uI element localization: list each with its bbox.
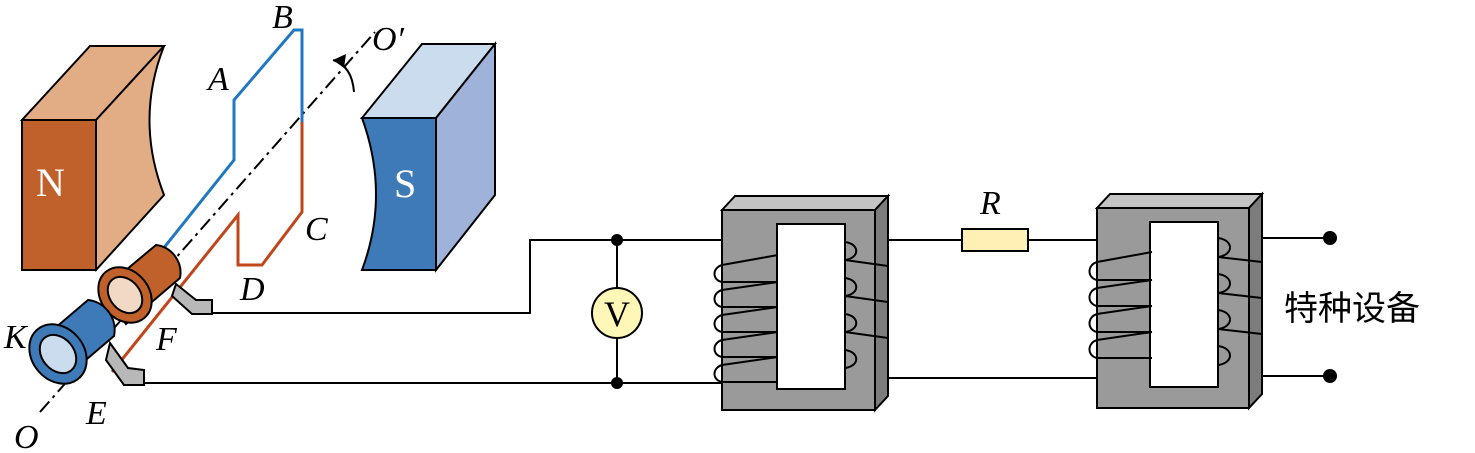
wires [144, 237, 1330, 384]
label-a: A [206, 61, 229, 98]
label-k: K [3, 319, 29, 356]
south-magnet: S [359, 41, 498, 273]
resistor-label: R [979, 185, 1001, 222]
junction-dot [611, 234, 623, 246]
brush-f [170, 282, 213, 315]
label-b: B [272, 0, 293, 36]
voltmeter-label: V [604, 294, 630, 334]
label-o: O [14, 419, 39, 453]
rotation-arrowhead-icon [333, 54, 346, 68]
junction-dot [611, 377, 623, 389]
label-e: E [85, 395, 107, 432]
label-d: D [239, 271, 265, 308]
coil [58, 28, 304, 379]
terminal [1323, 369, 1337, 383]
south-label: S [394, 161, 416, 206]
brush-e [104, 340, 145, 386]
transformer-step-down [1088, 191, 1265, 411]
label-c: C [305, 211, 328, 248]
load-label: 特种设备 [1284, 289, 1420, 329]
transformer-step-up [713, 193, 891, 413]
label-o-prime: O′ [372, 21, 405, 58]
label-f: F [155, 321, 178, 358]
north-magnet: N [19, 45, 167, 272]
voltmeter: V [591, 287, 643, 339]
resistor: R [961, 185, 1029, 252]
slip-ring-f [97, 243, 182, 326]
terminal [1323, 231, 1337, 245]
slip-ring-k [28, 298, 116, 385]
north-label: N [36, 160, 65, 205]
